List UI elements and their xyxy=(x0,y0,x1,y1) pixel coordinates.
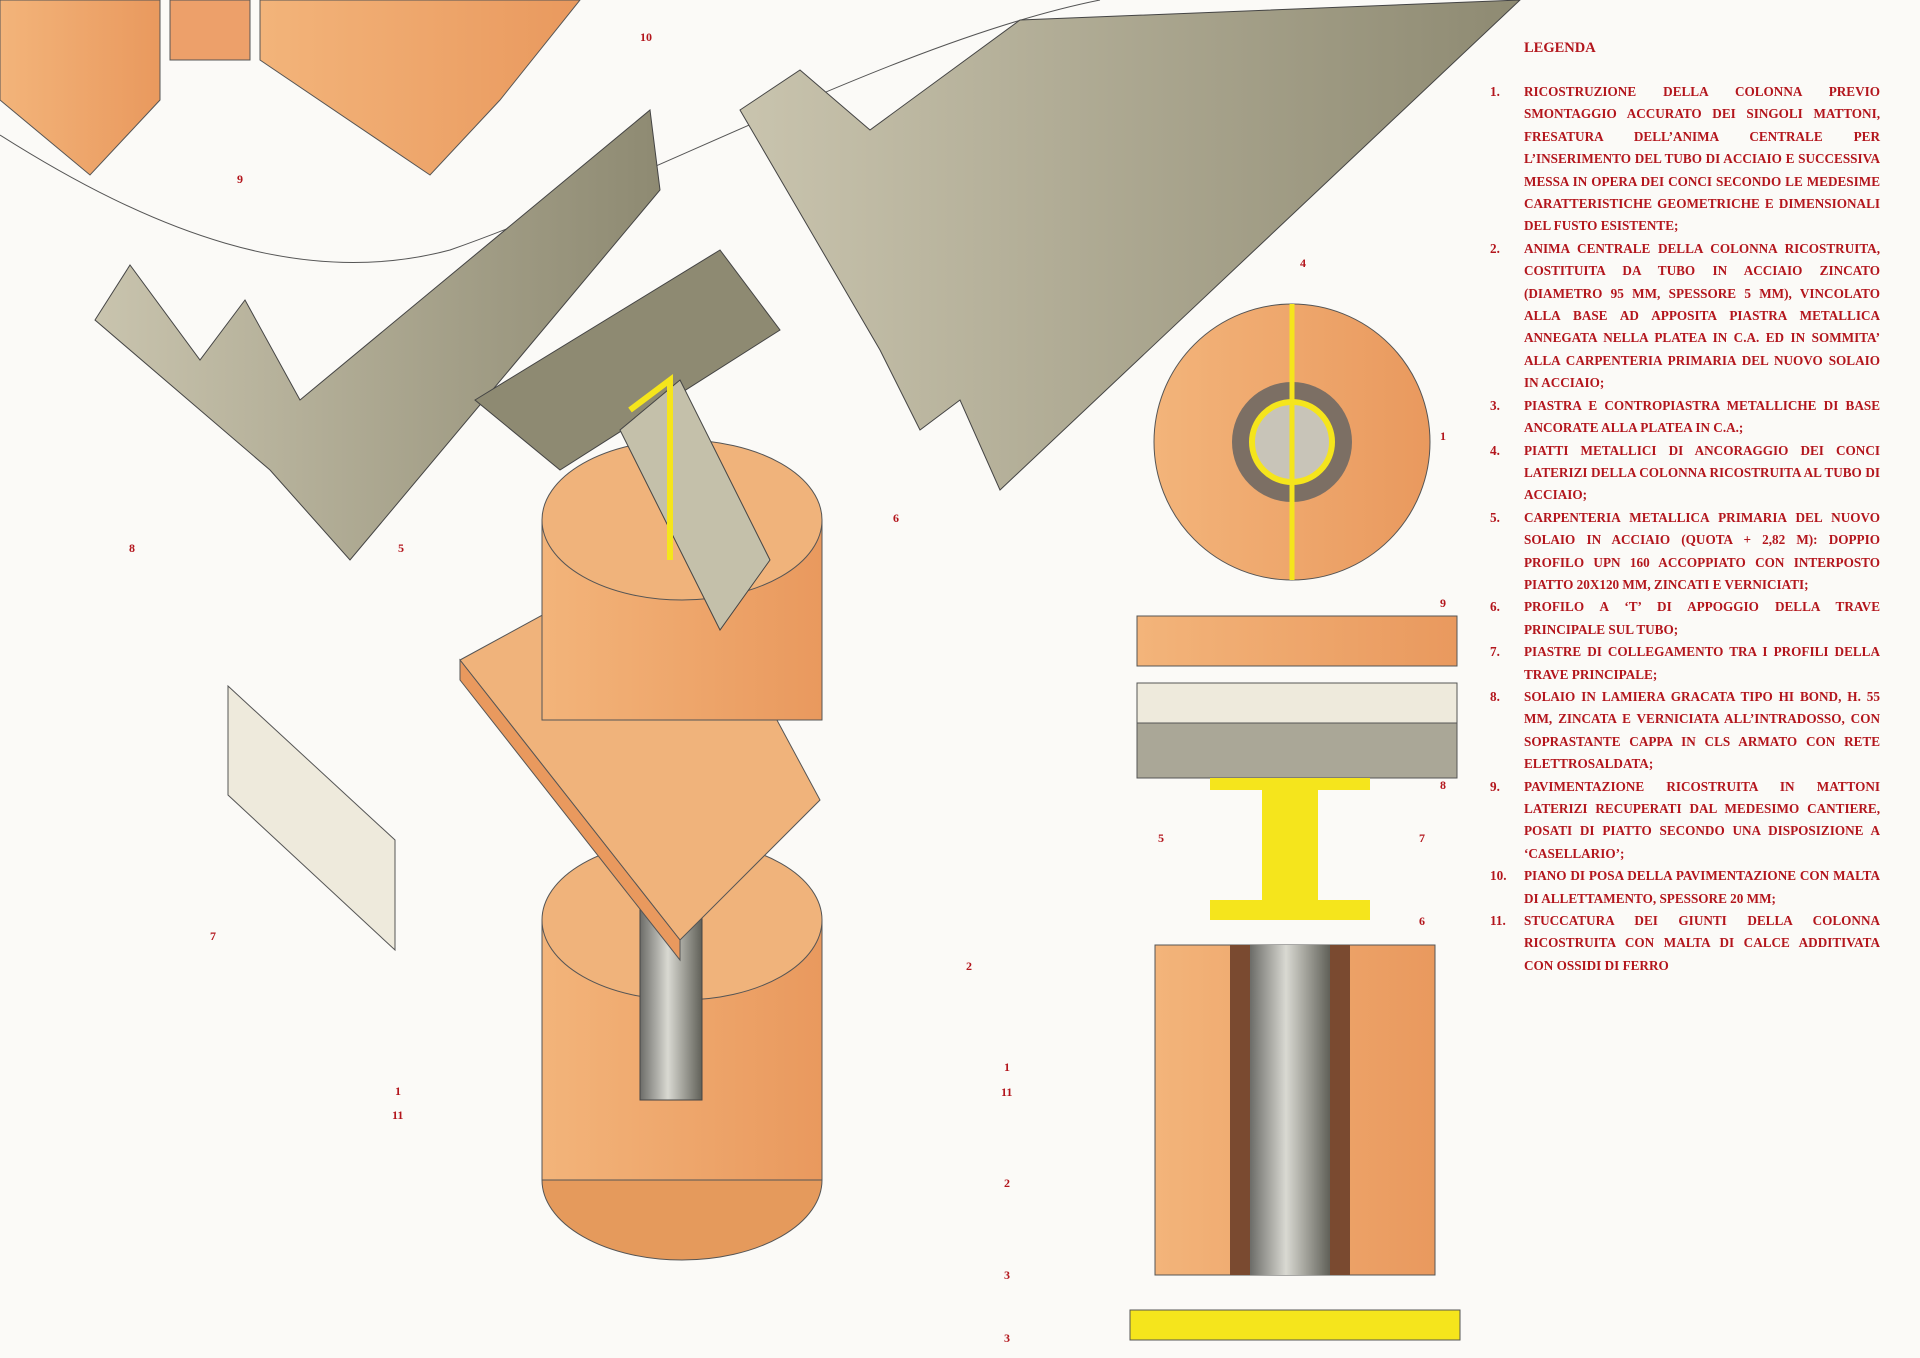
legend-item: 2. ANIMA CENTRALE DELLA COLONNA RICOSTRUI… xyxy=(1490,238,1880,395)
callout-9: 9 xyxy=(237,172,243,186)
section-callout-2: 2 xyxy=(1004,1176,1010,1190)
plan-callout-1: 1 xyxy=(1440,429,1446,443)
callout-7: 7 xyxy=(210,929,216,943)
legend-item: 11. STUCCATURA DEI GIUNTI DELLA COLONNA R… xyxy=(1490,910,1880,977)
section-callout-3b: 3 xyxy=(1004,1331,1010,1345)
section-view xyxy=(1129,615,1461,1341)
legend-item-text: PIATTI METALLICI DI ANCORAGGIO DEI CONCI… xyxy=(1524,442,1880,503)
legend-item-text: PROFILO A ‘T’ DI APPOGGIO DELLA TRAVE PR… xyxy=(1524,599,1880,637)
legend-item: 5. CARPENTERIA METALLICA PRIMARIA DEL NUO… xyxy=(1490,507,1880,597)
legend-item-number: 10. xyxy=(1490,868,1507,884)
connection-plate xyxy=(227,684,396,952)
legend-item: 3. PIASTRA E CONTROPIASTRA METALLICHE DI … xyxy=(1490,395,1880,440)
legend-item-number: 9. xyxy=(1490,778,1500,794)
legend-item-number: 8. xyxy=(1490,688,1500,704)
legend-item: 8. SOLAIO IN LAMIERA GRACATA TIPO HI BOND… xyxy=(1490,686,1880,776)
callout-8: 8 xyxy=(129,541,135,555)
legend: LEGENDA 1. RICOSTRUZIONE DELLA COLONNA PR… xyxy=(1490,40,1880,977)
callout-1: 1 xyxy=(395,1084,401,1098)
legend-item-text: SOLAIO IN LAMIERA GRACATA TIPO HI BOND, … xyxy=(1524,688,1880,772)
section-callout-11: 11 xyxy=(1001,1085,1013,1099)
section-callout-1: 1 xyxy=(1004,1060,1010,1074)
axonometric-column xyxy=(459,249,823,1261)
legend-item-text: ANIMA CENTRALE DELLA COLONNA RICOSTRUITA… xyxy=(1524,240,1880,391)
legend-item: 1. RICOSTRUZIONE DELLA COLONNA PREVIO SMO… xyxy=(1490,81,1880,238)
plan-view xyxy=(1153,303,1431,581)
legend-item: 6. PROFILO A ‘T’ DI APPOGGIO DELLA TRAVE … xyxy=(1490,596,1880,641)
callout-11: 11 xyxy=(392,1108,404,1122)
callout-5: 5 xyxy=(398,541,404,555)
legend-item-text: RICOSTRUZIONE DELLA COLONNA PREVIO SMONT… xyxy=(1524,84,1880,234)
legend-title: LEGENDA xyxy=(1524,40,1596,56)
legend-item-number: 6. xyxy=(1490,599,1500,615)
legend-item-number: 3. xyxy=(1490,397,1500,413)
legend-item-text: CARPENTERIA METALLICA PRIMARIA DEL NUOVO… xyxy=(1524,509,1880,592)
callout-2: 2 xyxy=(966,959,972,973)
legend-item-number: 7. xyxy=(1490,644,1500,660)
legend-item-number: 11. xyxy=(1490,913,1506,929)
legend-item-number: 2. xyxy=(1490,240,1500,256)
section-callout-9: 9 xyxy=(1440,596,1446,610)
section-callout-6: 6 xyxy=(1419,914,1425,928)
legend-item: 9. PAVIMENTAZIONE RICOSTRUITA IN MATTONI … xyxy=(1490,776,1880,866)
floor-outline xyxy=(0,0,1101,264)
section-callout-7: 7 xyxy=(1419,831,1425,845)
legend-item-text: PIASTRE DI COLLEGAMENTO TRA I PROFILI DE… xyxy=(1524,644,1880,682)
plan-callout-4: 4 xyxy=(1300,256,1306,270)
legend-item: 10. PIANO DI POSA DELLA PAVIMENTAZIONE CO… xyxy=(1490,865,1880,910)
callout-10: 10 xyxy=(640,30,652,44)
legend-item-number: 5. xyxy=(1490,509,1500,525)
paving-bricks xyxy=(0,0,581,176)
legend-item-text: STUCCATURA DEI GIUNTI DELLA COLONNA RICO… xyxy=(1524,913,1880,973)
legend-item: 4. PIATTI METALLICI DI ANCORAGGIO DEI CON… xyxy=(1490,440,1880,507)
callout-6: 6 xyxy=(893,511,899,525)
legend-item-text: PIASTRA E CONTROPIASTRA METALLICHE DI BA… xyxy=(1524,397,1880,436)
legend-item-number: 4. xyxy=(1490,442,1500,458)
corrugated-deck xyxy=(94,0,1521,561)
legend-item: 7. PIASTRE DI COLLEGAMENTO TRA I PROFILI … xyxy=(1490,641,1880,686)
section-callout-8: 8 xyxy=(1440,778,1446,792)
section-callout-3a: 3 xyxy=(1004,1268,1010,1282)
section-callout-5: 5 xyxy=(1158,831,1164,845)
legend-item-number: 1. xyxy=(1490,84,1500,99)
legend-item-text: PAVIMENTAZIONE RICOSTRUITA IN MATTONI LA… xyxy=(1524,778,1880,861)
legend-item-text: PIANO DI POSA DELLA PAVIMENTAZIONE CON M… xyxy=(1524,868,1880,906)
